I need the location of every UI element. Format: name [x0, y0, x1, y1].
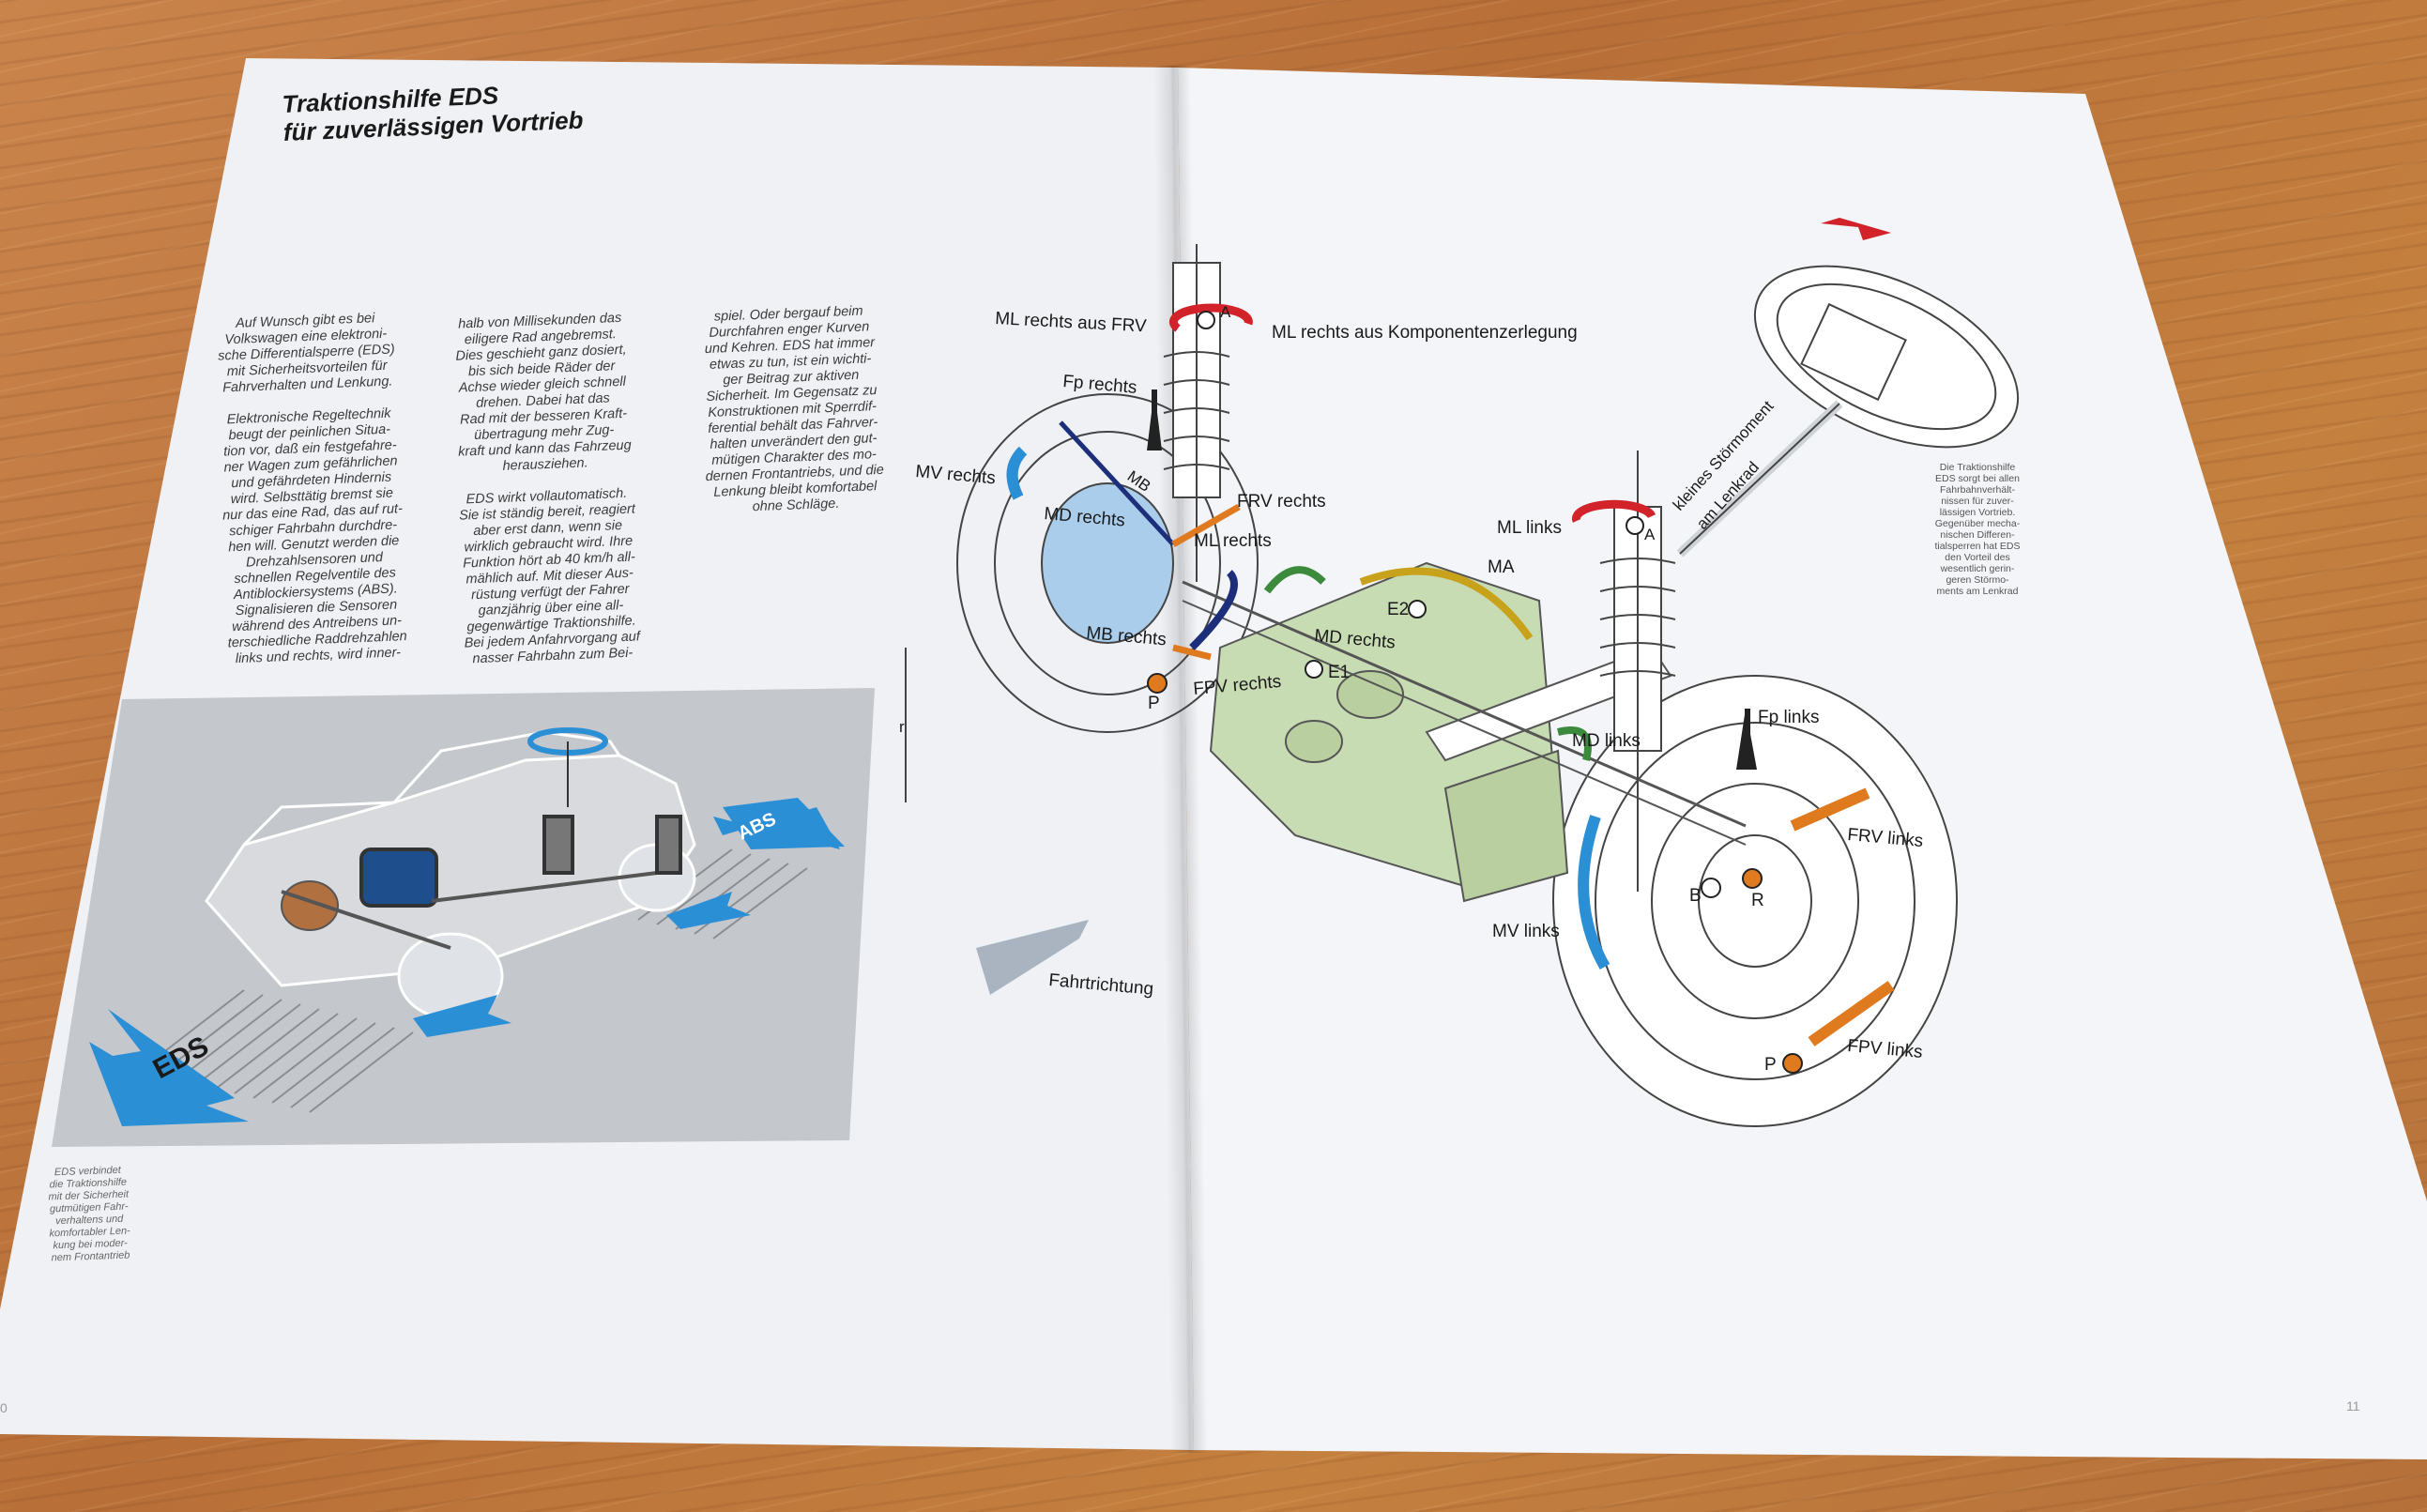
right-wheel-outline	[956, 393, 1259, 733]
right-strut	[1163, 244, 1230, 582]
label-e2: E2	[1387, 600, 1409, 619]
label-a-top: A	[1220, 303, 1231, 321]
frv-rechts-arrow	[1171, 503, 1241, 548]
page-number-left: 0	[0, 1400, 8, 1415]
contact-point-markers	[1147, 311, 1803, 1074]
label-r-dim: r	[899, 718, 905, 736]
subframe	[1182, 580, 1747, 846]
fpv-links-arrow	[1808, 981, 1895, 1046]
label-b: B	[1689, 886, 1702, 906]
fpv-rechts-arrow	[1172, 644, 1212, 661]
mb-rechts-arrow	[1189, 570, 1238, 650]
steering-direction-arrow	[1821, 218, 1891, 240]
caption-right: Die Traktionshilfe EDS sorgt bei allen F…	[1934, 462, 2021, 597]
page-number-right: 11	[2346, 1398, 2360, 1413]
fahrtrichtung-arrow	[976, 920, 1089, 995]
label-fp-links: Fp links	[1758, 708, 1819, 727]
mv-rechts-arrow	[1006, 446, 1028, 500]
label-p-left: P	[1764, 1055, 1777, 1075]
label-fp-rechts: Fp rechts	[1062, 372, 1138, 398]
engine-block	[1209, 561, 1569, 903]
frv-links-arrow	[1790, 787, 1870, 832]
mb-vector	[1059, 420, 1175, 546]
md-rechts-arrow	[1263, 566, 1326, 594]
label-ma: MA	[1488, 557, 1515, 577]
label-frv-rechts: FRV rechts	[1237, 492, 1326, 512]
label-ml-links: ML links	[1497, 518, 1562, 538]
label-ml-rechts: ML rechts	[1194, 531, 1272, 551]
label-e1: E1	[1328, 663, 1350, 682]
md-links-arrow	[1557, 726, 1592, 761]
label-r: R	[1751, 891, 1764, 910]
label-p-right: P	[1148, 694, 1160, 713]
ml-rechts-arrow	[1168, 303, 1253, 332]
label-ml-rechts-komponenten: ML rechts aus Komponentenzerlegung	[1272, 323, 1578, 343]
label-ml-rechts-aus-frv: ML rechts aus FRV	[995, 309, 1148, 336]
ma-arrow	[1359, 567, 1534, 641]
label-mb-rechts: MB rechts	[1086, 623, 1168, 649]
ml-links-arrow	[1571, 499, 1656, 523]
label-fahrtrichtung: Fahrtrichtung	[1048, 970, 1154, 1000]
mv-links-arrow	[1578, 815, 1610, 970]
label-mv-links: MV links	[1492, 922, 1560, 941]
label-a-left: A	[1644, 526, 1656, 543]
steering-wheel	[1676, 265, 2020, 557]
label-md-links: MD links	[1572, 731, 1641, 751]
